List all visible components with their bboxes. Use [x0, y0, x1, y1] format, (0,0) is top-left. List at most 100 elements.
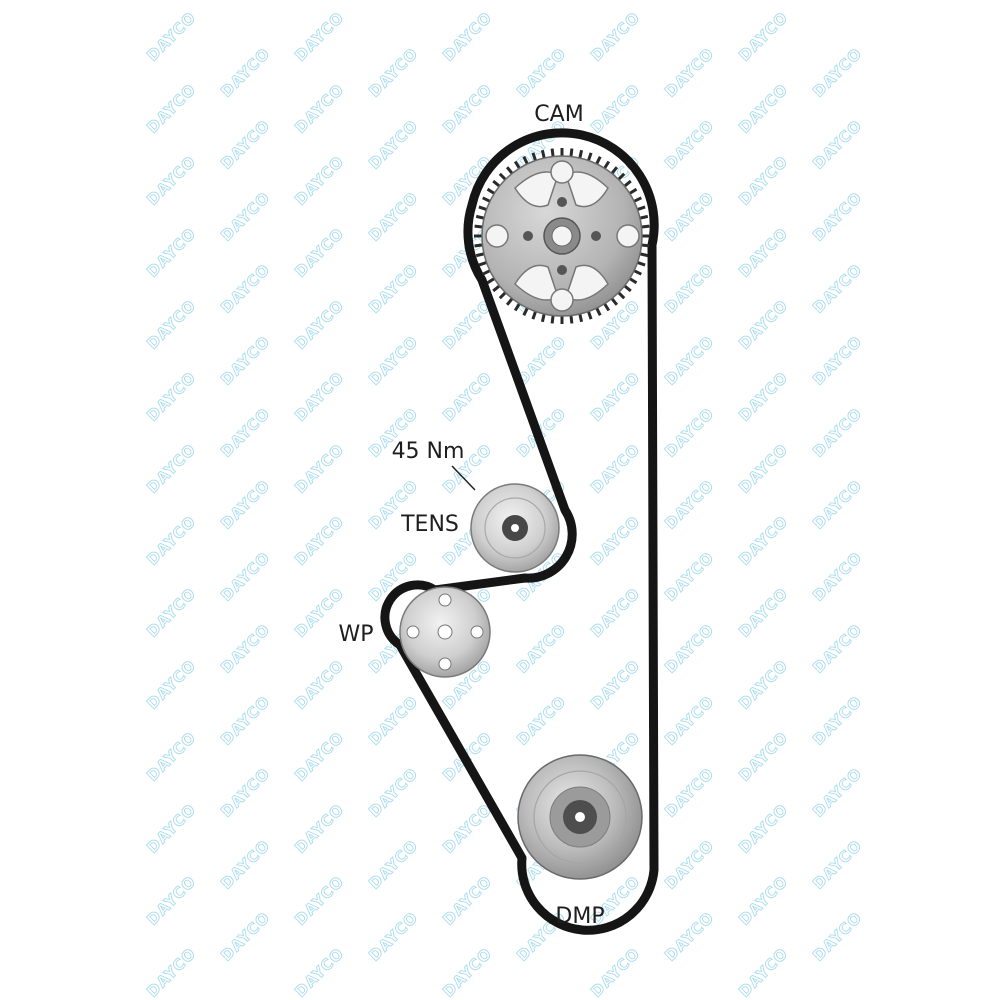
watermark-text: DAYCO	[291, 656, 347, 712]
watermark-text: DAYCO	[735, 872, 791, 928]
watermark-text: DAYCO	[291, 872, 347, 928]
watermark-text: DAYCO	[513, 44, 569, 100]
watermark-text: DAYCO	[661, 908, 717, 964]
watermark-text: DAYCO	[809, 404, 865, 460]
watermark-text: DAYCO	[291, 224, 347, 280]
watermark-text: DAYCO	[661, 620, 717, 676]
watermark-text: DAYCO	[217, 764, 273, 820]
watermark-text: DAYCO	[143, 800, 199, 856]
watermark-text: DAYCO	[439, 800, 495, 856]
watermark-text: DAYCO	[217, 476, 273, 532]
watermark-text: DAYCO	[217, 620, 273, 676]
watermark-text: DAYCO	[143, 80, 199, 136]
watermark-text: DAYCO	[365, 188, 421, 244]
watermark-text: DAYCO	[365, 44, 421, 100]
watermark-text: DAYCO	[809, 836, 865, 892]
watermark-text: DAYCO	[735, 944, 791, 1000]
watermark-text: DAYCO	[365, 908, 421, 964]
watermark-text: DAYCO	[365, 692, 421, 748]
watermark-text: DAYCO	[735, 8, 791, 64]
watermark-text: DAYCO	[217, 404, 273, 460]
watermark-text: DAYCO	[217, 332, 273, 388]
watermark-text: DAYCO	[365, 116, 421, 172]
watermark-text: DAYCO	[735, 80, 791, 136]
watermark-text: DAYCO	[661, 692, 717, 748]
watermark-text: DAYCO	[587, 80, 643, 136]
watermark-text: DAYCO	[143, 584, 199, 640]
watermark-text: DAYCO	[661, 332, 717, 388]
tensioner-pulley	[470, 483, 560, 573]
watermark-text: DAYCO	[291, 512, 347, 568]
watermark-text: DAYCO	[291, 944, 347, 1000]
watermark-text: DAYCO	[661, 476, 717, 532]
water-pump-label: WP	[338, 622, 373, 647]
watermark-text: DAYCO	[365, 764, 421, 820]
tensioner-label: TENS	[400, 512, 459, 537]
watermark-text: DAYCO	[661, 764, 717, 820]
watermark-text: DAYCO	[735, 440, 791, 496]
watermark-text: DAYCO	[439, 8, 495, 64]
watermark-text: DAYCO	[291, 80, 347, 136]
watermark-text: DAYCO	[735, 656, 791, 712]
watermark-text: DAYCO	[809, 692, 865, 748]
watermark-text: DAYCO	[735, 584, 791, 640]
watermark-text: DAYCO	[217, 44, 273, 100]
watermark-text: DAYCO	[809, 476, 865, 532]
watermark-text: DAYCO	[513, 620, 569, 676]
watermark-text: DAYCO	[365, 332, 421, 388]
watermark-text: DAYCO	[439, 944, 495, 1000]
damper-label: DMP	[555, 904, 604, 929]
watermark-text: DAYCO	[735, 800, 791, 856]
watermark-text: DAYCO	[143, 728, 199, 784]
watermark-text: DAYCO	[587, 512, 643, 568]
watermark-text: DAYCO	[809, 116, 865, 172]
watermark-text: DAYCO	[143, 512, 199, 568]
watermark-text: DAYCO	[661, 44, 717, 100]
torque-leader-line	[451, 465, 476, 491]
watermark-text: DAYCO	[291, 728, 347, 784]
watermark-text: DAYCO	[143, 944, 199, 1000]
watermark-text: DAYCO	[809, 764, 865, 820]
watermark-text: DAYCO	[365, 836, 421, 892]
damper-pulley	[517, 754, 643, 880]
cam-sprocket	[474, 148, 650, 324]
watermark-text: DAYCO	[661, 404, 717, 460]
watermark-text: DAYCO	[291, 800, 347, 856]
watermark-text: DAYCO	[809, 188, 865, 244]
watermark-text: DAYCO	[661, 116, 717, 172]
watermark-text: DAYCO	[291, 152, 347, 208]
watermark-text: DAYCO	[661, 548, 717, 604]
watermark-text: DAYCO	[735, 512, 791, 568]
watermark-text: DAYCO	[587, 584, 643, 640]
watermark-text: DAYCO	[735, 296, 791, 352]
watermark-text: DAYCO	[143, 440, 199, 496]
watermark-text: DAYCO	[735, 728, 791, 784]
watermark-text: DAYCO	[735, 224, 791, 280]
watermark-text: DAYCO	[143, 8, 199, 64]
timing-belt	[380, 128, 659, 935]
watermark-text: DAYCO	[809, 332, 865, 388]
watermark-text: DAYCO	[513, 692, 569, 748]
watermark-text: DAYCO	[143, 872, 199, 928]
watermark-text: DAYCO	[291, 296, 347, 352]
watermark-text: DAYCO	[291, 368, 347, 424]
watermark-text: DAYCO	[661, 260, 717, 316]
watermark-text: DAYCO	[217, 260, 273, 316]
watermark-text: DAYCO	[217, 692, 273, 748]
watermark-text: DAYCO	[809, 620, 865, 676]
watermark-text: DAYCO	[661, 836, 717, 892]
watermark-text: DAYCO	[217, 908, 273, 964]
watermark-text: DAYCO	[143, 368, 199, 424]
watermark-text: DAYCO	[143, 296, 199, 352]
watermark-text: DAYCO	[587, 8, 643, 64]
watermark-text: DAYCO	[439, 80, 495, 136]
watermark-text: DAYCO	[291, 8, 347, 64]
watermark-text: DAYCO	[809, 548, 865, 604]
watermark-text: DAYCO	[143, 224, 199, 280]
cam-label: CAM	[534, 102, 583, 127]
watermark-text: DAYCO	[587, 368, 643, 424]
watermark-text: DAYCO	[439, 872, 495, 928]
watermark-text: DAYCO	[735, 368, 791, 424]
